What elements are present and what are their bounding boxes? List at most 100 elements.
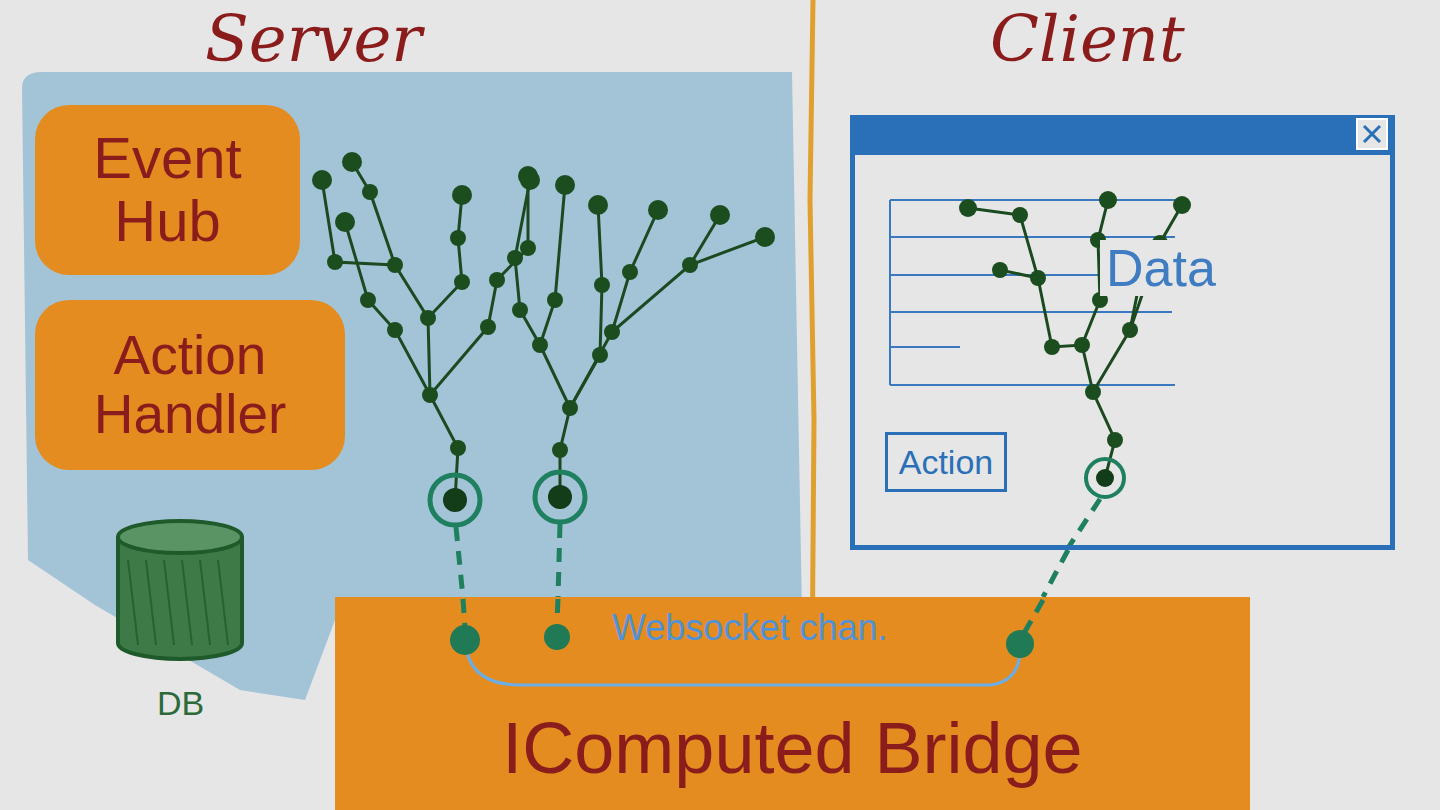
- tree-dot: [755, 227, 775, 247]
- window-lines: [890, 199, 1180, 201]
- tree-dot: [387, 257, 403, 273]
- node-label: Action Handler: [51, 326, 329, 445]
- node-label: Event Hub: [51, 127, 284, 252]
- data-tree: [540, 185, 565, 345]
- tree-dot: [420, 310, 436, 326]
- data-tree: [345, 222, 430, 395]
- data-tree: [560, 237, 765, 497]
- root-ring: [548, 485, 572, 509]
- window-lines: [890, 346, 960, 348]
- dashed-link: [558, 524, 560, 598]
- data-tree: [322, 162, 1182, 500]
- data-label: Data: [1100, 240, 1222, 296]
- dashed-link: [463, 599, 465, 627]
- cylinder-hatch: [146, 560, 156, 645]
- component-box: Event Hub: [35, 105, 300, 275]
- tree-dot: [592, 347, 608, 363]
- tree-dot: [512, 302, 528, 318]
- tree-dot: [520, 170, 540, 190]
- data-tree: [430, 176, 528, 395]
- data-tree: [612, 210, 658, 332]
- tree-dot: [1122, 322, 1138, 338]
- cylinder-hatch: [128, 560, 138, 645]
- tree-dot: [360, 292, 376, 308]
- tree-dot: [1099, 191, 1117, 209]
- root-ring: [430, 459, 1124, 525]
- root-ring: [535, 472, 585, 522]
- node-label: DB: [157, 685, 204, 722]
- tree-dot: [507, 250, 523, 266]
- dashed-link: [1023, 600, 1043, 635]
- tree-dot: [648, 200, 668, 220]
- tree-dot: [555, 175, 575, 195]
- window-lines: [890, 384, 1175, 386]
- tree-dot: [552, 442, 568, 458]
- tree-dot: [1012, 207, 1028, 223]
- tree-dot: [562, 400, 578, 416]
- tree-dot: [710, 205, 730, 225]
- tree-dot: [327, 254, 343, 270]
- tree-dot: [1030, 270, 1046, 286]
- tree-dot: [1074, 337, 1090, 353]
- bridge-band: IComputed Bridge: [335, 597, 1250, 810]
- tree-dot: [454, 274, 470, 290]
- tree-dot: [1085, 384, 1101, 400]
- cylinder-hatch: [200, 560, 210, 645]
- tree-dot: [312, 152, 1191, 458]
- tree-dot: [1107, 432, 1123, 448]
- data-tree: [322, 180, 395, 265]
- tree-dot: [520, 240, 536, 256]
- tree-dot: [959, 199, 977, 217]
- cylinder-hatch: [182, 560, 192, 645]
- tree-dot: [362, 184, 378, 200]
- dashed-link: [456, 527, 463, 598]
- data-tree: [515, 180, 570, 408]
- tree-dot: [342, 152, 362, 172]
- cylinder-top: [118, 521, 242, 553]
- root-ring: [430, 475, 480, 525]
- window-lines: [890, 236, 1175, 238]
- tree-dot: [480, 319, 496, 335]
- tree-dot: [452, 185, 472, 205]
- tree-dot: [622, 264, 638, 280]
- section-heading: Server: [205, 4, 422, 74]
- client-window: DataAction: [850, 115, 1395, 550]
- root-ring: [1096, 469, 1114, 487]
- cylinder-body: [118, 537, 242, 659]
- node-label: IComputed Bridge: [502, 710, 1082, 788]
- root-ring: [443, 488, 467, 512]
- database-cylinder: DB: [108, 515, 253, 730]
- tree-dot: [422, 387, 438, 403]
- tree-dot: [1044, 339, 1060, 355]
- cylinder-outline: [108, 515, 253, 665]
- close-icon: [1357, 119, 1387, 149]
- channel-dot: [544, 624, 570, 650]
- dashed-link: [557, 599, 558, 623]
- tree-dot: [387, 322, 403, 338]
- window-lines: [890, 311, 1172, 313]
- root-ring: [1086, 459, 1124, 497]
- channel-line: [465, 642, 1020, 685]
- tree-dot: [682, 257, 698, 273]
- section-heading: Client: [990, 4, 1185, 74]
- tree-dot: [547, 292, 563, 308]
- data-tree: [352, 162, 458, 500]
- component-box: Action Handler: [35, 300, 345, 470]
- channel-dot: [1006, 630, 1034, 658]
- cylinder-hatch: [164, 560, 174, 645]
- action-button: Action: [885, 432, 1007, 492]
- close-icon: [1364, 126, 1380, 142]
- tree-dot: [604, 324, 620, 340]
- channel-dot: [450, 625, 480, 655]
- node-label: Action: [899, 444, 994, 481]
- data-tree: [428, 195, 462, 318]
- close-icon: [1356, 118, 1388, 150]
- tree-dot: [489, 272, 505, 288]
- tree-dot: [335, 212, 355, 232]
- tree-dot: [450, 440, 466, 456]
- tree-dot: [312, 170, 332, 190]
- cylinder-hatch: [218, 560, 228, 645]
- tree-dot: [450, 230, 466, 246]
